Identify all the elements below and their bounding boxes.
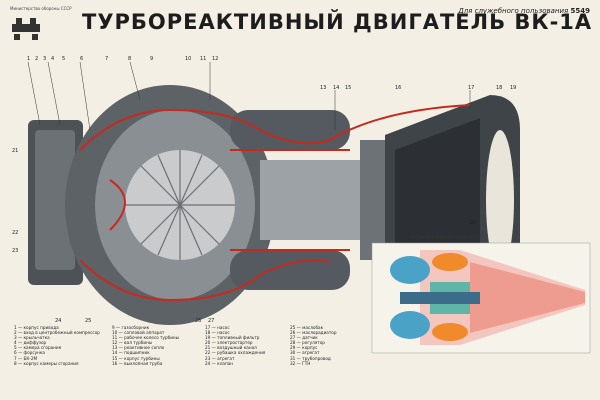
callout-1: 1	[27, 56, 31, 62]
callout-19: 19	[510, 85, 517, 91]
callout-20: 20	[470, 220, 477, 226]
callout-17: 17	[468, 85, 475, 91]
callout-14: 14	[333, 85, 340, 91]
inset-title: СХЕМА ПЕЧАТИ РАБОТЫ	[410, 235, 481, 241]
callout-5: 5	[62, 56, 66, 62]
callout-15: 15	[345, 85, 352, 91]
callout-25: 25	[85, 318, 92, 324]
page-title: ТУРБОРЕАКТИВНЫЙ ДВИГАТЕЛЬ ВК-1А	[82, 10, 593, 34]
callout-27: 27	[208, 318, 215, 324]
callout-2: 2	[35, 56, 39, 62]
callout-21: 21	[12, 148, 19, 154]
combustion-chamber-top	[230, 110, 350, 150]
top-left-note: Министерство обороны СССР	[10, 6, 72, 11]
callout-7: 7	[105, 56, 109, 62]
exhaust-nozzle	[486, 130, 514, 270]
callout-18: 18	[496, 85, 503, 91]
callout-26: 26	[195, 318, 202, 324]
callout-22: 22	[12, 230, 19, 236]
top-right-text: Для служебного пользования 5549	[458, 7, 590, 15]
callout-23: 23	[12, 248, 19, 254]
turbine-wheel	[360, 140, 385, 260]
fuel-lines	[79, 104, 471, 302]
callout-4: 4	[51, 56, 55, 62]
callout-13: 13	[320, 85, 327, 91]
callout-3: 3	[43, 56, 47, 62]
callout-10: 10	[185, 56, 192, 62]
callout-9: 9	[150, 56, 154, 62]
callout-8: 8	[128, 56, 132, 62]
callout-16: 16	[395, 85, 402, 91]
callout-24: 24	[55, 318, 62, 324]
callout-11: 11	[200, 56, 207, 62]
engine-logo-icon	[12, 18, 40, 40]
callout-12: 12	[212, 56, 219, 62]
callout-6: 6	[80, 56, 84, 62]
